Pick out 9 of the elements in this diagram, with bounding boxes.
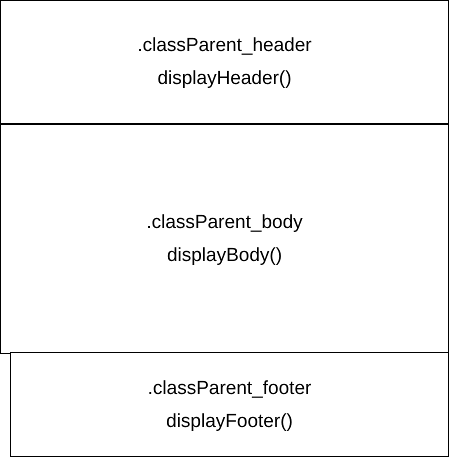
section-box xyxy=(10,352,449,457)
class-name-label: .classParent_footer xyxy=(148,376,312,400)
method-label: displayBody() xyxy=(166,244,282,268)
class-name-label: .classParent_header xyxy=(137,34,312,58)
section-box xyxy=(0,0,449,124)
section-box xyxy=(0,124,449,354)
method-label: displayHeader() xyxy=(157,67,292,91)
method-label: displayFooter() xyxy=(166,410,293,434)
class-name-label: .classParent_body xyxy=(146,211,303,235)
